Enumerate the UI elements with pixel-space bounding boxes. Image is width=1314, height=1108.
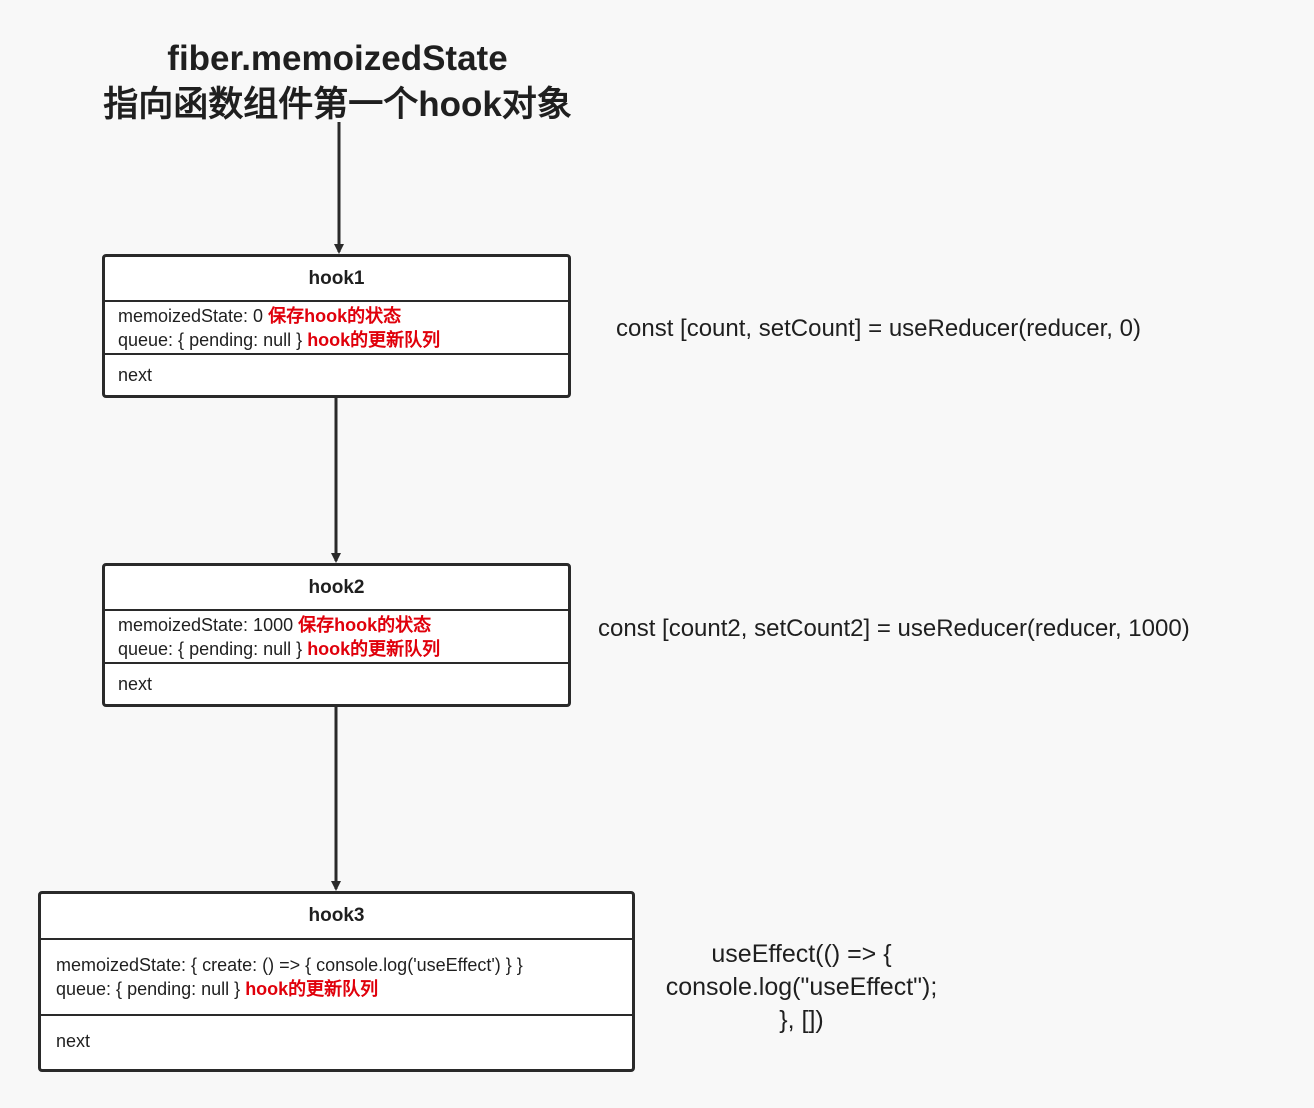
hook3-box: hook3 memoizedState: { create: () => { c… [38,891,635,1072]
hook3-code-line-3: }, []) [779,1006,824,1034]
title-line-1: fiber.memoizedState [167,39,508,78]
hook2-state-label: memoizedState: 1000 [118,614,294,635]
hook2-queue: queue: { pending: null } hook的更新队列 [118,637,568,661]
hook3-next: next [56,1030,91,1051]
hook2-state-note: 保存hook的状态 [298,614,432,635]
hook3-code: useEffect(() => { console.log("useEffect… [634,938,969,1037]
hook1-queue-label: queue: { pending: null } [118,329,303,350]
hook3-fields: memoizedState: { create: () => { console… [41,940,632,1016]
title-line-2: 指向函数组件第一个hook对象 [103,85,572,124]
hook2-queue-note: hook的更新队列 [307,638,441,659]
hook2-fields: memoizedState: 1000 保存hook的状态 queue: { p… [105,611,568,664]
hook2-next: next [118,673,153,694]
hook1-state-note: 保存hook的状态 [268,305,402,326]
hook1-box: hook1 memoizedState: 0 保存hook的状态 queue: … [102,254,571,398]
hook2-header: hook2 [105,566,568,611]
hook3-queue-label: queue: { pending: null } [56,979,241,999]
hook3-code-line-2: console.log("useEffect"); [665,973,938,1001]
hook3-queue: queue: { pending: null } hook的更新队列 [56,977,632,1001]
hook2-memoized-state: memoizedState: 1000 保存hook的状态 [118,613,568,637]
hook3-queue-note: hook的更新队列 [245,979,379,999]
hook1-header: hook1 [105,257,568,302]
hook1-next: next [118,364,153,385]
hook3-memoized-state: memoizedState: { create: () => { console… [56,955,523,975]
hook1-code: const [count, setCount] = useReducer(red… [616,315,1141,342]
diagram-title: fiber.memoizedState 指向函数组件第一个hook对象 [60,36,615,128]
hook1-state-label: memoizedState: 0 [118,305,264,326]
hook3-header: hook3 [41,894,632,940]
hook2-queue-label: queue: { pending: null } [118,638,303,659]
hook1-memoized-state: memoizedState: 0 保存hook的状态 [118,304,568,328]
hook1-fields: memoizedState: 0 保存hook的状态 queue: { pend… [105,302,568,355]
hook1-queue: queue: { pending: null } hook的更新队列 [118,328,568,352]
hook3-code-line-1: useEffect(() => { [711,940,892,968]
hook2-box: hook2 memoizedState: 1000 保存hook的状态 queu… [102,563,571,707]
hook2-code: const [count2, setCount2] = useReducer(r… [598,615,1190,642]
hook1-queue-note: hook的更新队列 [307,329,441,350]
